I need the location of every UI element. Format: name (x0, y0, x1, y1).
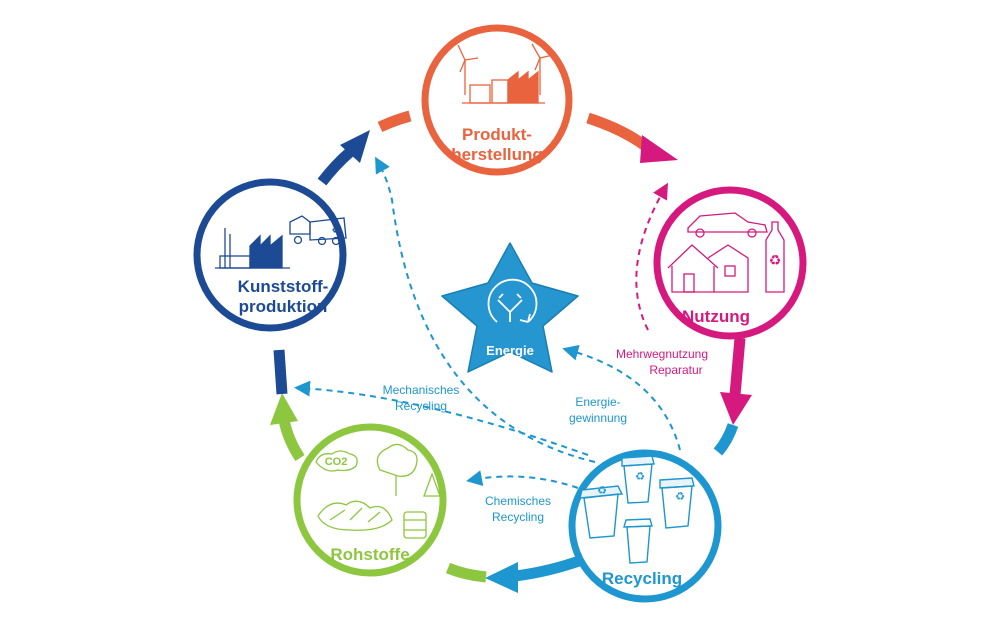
co2-icon: CO2 (325, 456, 348, 468)
node-rohstoffe[interactable]: CO2 Rohstoffe (293, 423, 447, 577)
flow-mechanisch-label-line2: Recycling (395, 399, 447, 413)
trees-barrel-co2-icon (315, 443, 441, 539)
plug-cycle-icon (487, 278, 538, 323)
recycle-symbol-icon-bin1: ♻ (597, 485, 607, 497)
flow-energiegewinnung-arrow (562, 344, 681, 451)
factory-windturbine-icon (457, 43, 554, 104)
flow-mechanisch-arrow-to-produkt (375, 156, 596, 463)
flow-chemisch-label-line2: Recycling (492, 510, 544, 524)
node-produktherstellung-label-line1: Produkt- (462, 125, 532, 144)
node-kunststoffproduktion[interactable]: ♻ Kunststoff- produktion (193, 178, 347, 332)
node-recycling-label: Recycling (602, 569, 682, 588)
car-house-bottle-icon (667, 212, 785, 293)
node-energie[interactable]: Energie (441, 242, 579, 373)
node-kunststoffproduktion-label-line1: Kunststoff- (238, 277, 329, 296)
arrow-kunststoffproduktion-to-produktherstellung (317, 110, 412, 186)
flow-energiegewinnung-label-line2: gewinnung (569, 411, 627, 425)
flow-mechanisch-label-line1: Mechanisches (383, 383, 460, 397)
flow-mehrweg-label-line2: Reparatur (649, 363, 702, 377)
factory-truck-icon (215, 215, 347, 269)
flow-mehrweg-arrow (635, 182, 668, 331)
node-nutzung[interactable]: ♻ Nutzung (653, 186, 807, 340)
node-nutzung-label: Nutzung (682, 307, 750, 326)
arrow-nutzung-to-recycling (713, 337, 752, 456)
arrow-recycling-to-rohstoffe (445, 554, 584, 593)
flow-chemisch-label-line1: Chemisches (485, 494, 551, 508)
node-kunststoffproduktion-label-line2: produktion (239, 297, 328, 316)
flow-mehrweg-label-line1: Mehrwegnutzung (616, 347, 708, 361)
node-recycling[interactable]: ♻ ♻ ♻ Recycling (568, 449, 722, 603)
recycling-bins-icon (579, 455, 695, 564)
node-produktherstellung[interactable]: Produkt- herstellung (421, 24, 573, 176)
node-produktherstellung-label-line2: herstellung (451, 145, 543, 164)
flow-chemisch-arrow (466, 470, 579, 489)
recycle-symbol-icon: ♻ (769, 252, 782, 268)
arrow-rohstoffe-to-kunststoffproduktion (270, 349, 305, 462)
recycle-symbol-icon-bin3: ♻ (675, 491, 685, 503)
node-rohstoffe-label: Rohstoffe (330, 545, 409, 564)
recycle-symbol-icon-truck: ♻ (332, 225, 341, 236)
recycle-symbol-icon-bin2: ♻ (635, 471, 645, 483)
flow-mechanisch-arrow-to-kunststoff (294, 380, 589, 456)
node-energie-label: Energie (486, 343, 534, 358)
arrow-produktherstellung-to-nutzung (586, 112, 678, 163)
flow-energiegewinnung-label-line1: Energie- (575, 395, 620, 409)
